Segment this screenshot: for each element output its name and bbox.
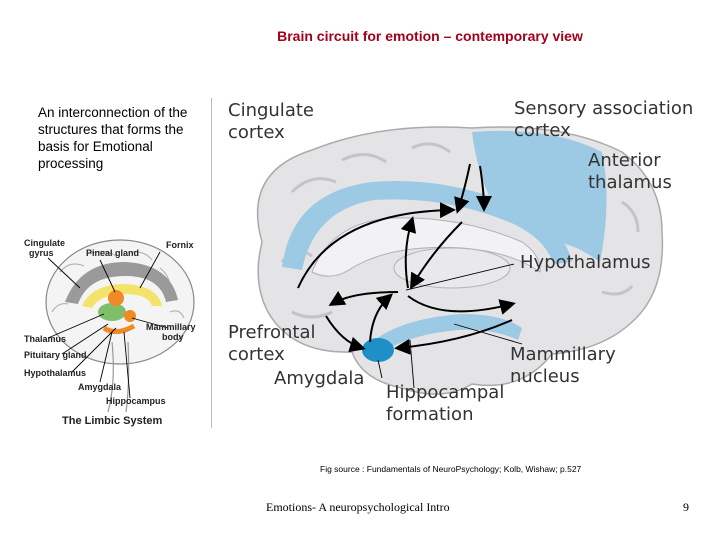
limbic-label-amygdala: Amygdala xyxy=(78,382,122,392)
corpus-callosum xyxy=(311,217,541,277)
figure-source: Fig source : Fundamentals of NeuroPsycho… xyxy=(320,464,582,474)
arrow-amygdala-to-hypo xyxy=(369,293,393,343)
label-prefrontal-l1: Prefrontal xyxy=(228,322,315,343)
page-number: 9 xyxy=(683,500,689,514)
limbic-label-mammillary-l1: Mammillary xyxy=(146,322,196,332)
label-cingulate-l1: Cingulate xyxy=(228,100,314,121)
slide-title: Brain circuit for emotion – contemporary… xyxy=(277,28,583,44)
hypothalamus-region xyxy=(393,247,511,289)
limbic-label-hypothalamus: Hypothalamus xyxy=(24,368,86,378)
label-mammillary-l1: Mammillary xyxy=(510,344,616,365)
limbic-label-cingulate-l2: gyrus xyxy=(29,248,54,258)
arrow-prefrontal-to-amygdala xyxy=(325,315,366,353)
limbic-label-mammillary-l2: body xyxy=(162,332,184,342)
arrow-sensory-to-anterior xyxy=(454,163,471,214)
limbic-caption: The Limbic System xyxy=(62,415,162,427)
limbic-pointer-lines xyxy=(47,251,169,399)
label-amygdala: Amygdala xyxy=(274,368,364,389)
limbic-mammillary-shape xyxy=(124,310,136,322)
limbic-fornix-shape xyxy=(82,284,162,308)
intro-text: An interconnection of the structures tha… xyxy=(38,105,188,171)
limbic-label-cingulate-l1: Cingulate xyxy=(24,238,65,248)
divider xyxy=(211,98,212,428)
limbic-label-thalamus: Thalamus xyxy=(24,334,66,344)
limbic-cingulate-shape xyxy=(65,262,178,304)
circuit-arrows xyxy=(297,163,516,355)
label-hippocampal-l2: formation xyxy=(386,404,473,425)
arrow-hypo-to-mammillary xyxy=(407,295,516,315)
label-prefrontal-l2: cortex xyxy=(228,344,285,365)
label-anterior-l1: Anterior xyxy=(588,150,661,171)
sensory-association-region xyxy=(472,130,607,262)
arrow-anterior-to-cingulate xyxy=(475,165,492,212)
cingulate-cortex-region xyxy=(282,180,572,270)
label-anterior-l2: thalamus xyxy=(588,172,672,193)
arrow-hypo-to-prefrontal xyxy=(328,290,399,307)
limbic-label-pituitary: Pituitary gland xyxy=(24,350,87,360)
arrow-anterior-to-hypo xyxy=(409,221,463,290)
label-hippocampal-l1: Hippocampal xyxy=(386,382,504,403)
label-sensory-l1: Sensory association xyxy=(514,98,693,119)
arrow-hypo-to-cingulate xyxy=(400,216,417,289)
label-sensory-l2: cortex xyxy=(514,120,571,141)
limbic-gyri xyxy=(51,250,185,319)
limbic-system-figure: Cingulate gyrus Pineal gland Fornix Mamm… xyxy=(24,238,196,427)
limbic-thalamus-shape xyxy=(98,303,126,321)
footer-title: Emotions- A neuropsychological Intro xyxy=(266,500,450,514)
limbic-hippocampus-shape xyxy=(102,323,136,334)
label-mammillary-l2: nucleus xyxy=(510,366,580,387)
arrow-hippocampus-to-amygdala xyxy=(394,319,513,355)
brain-circuit-figure: Cingulate cortex Sensory association cor… xyxy=(228,98,693,425)
limbic-pineal-shape xyxy=(108,290,124,306)
hippocampal-region xyxy=(372,314,522,352)
limbic-label-hippocampus: Hippocampus xyxy=(106,396,166,406)
label-hypothalamus: Hypothalamus xyxy=(520,252,650,273)
arrow-cingulate-to-sensory xyxy=(297,202,456,289)
brain-pointer-lines xyxy=(377,263,523,389)
amygdala-region xyxy=(362,338,394,362)
label-cingulate-l2: cortex xyxy=(228,122,285,143)
limbic-label-fornix: Fornix xyxy=(166,240,194,250)
limbic-label-pineal: Pineal gland xyxy=(86,248,139,258)
